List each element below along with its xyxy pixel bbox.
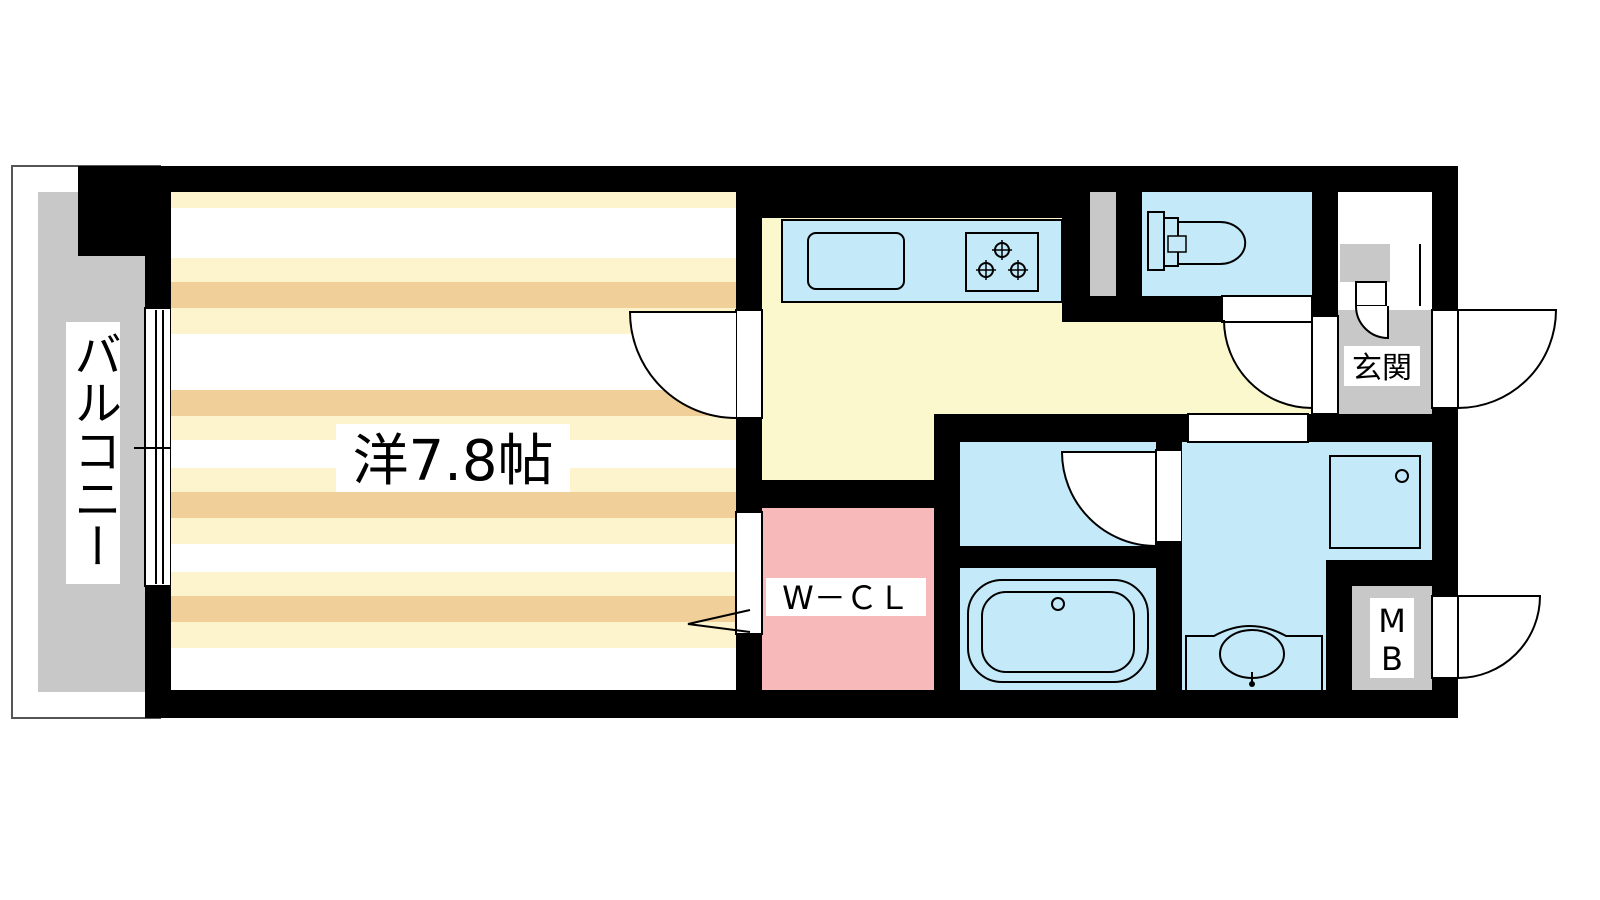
balcony: バルコニー <box>11 165 161 719</box>
toilet-bowl-icon <box>1177 221 1247 265</box>
bath-door-swing <box>1060 451 1157 548</box>
entrance-door-opening <box>1431 309 1459 409</box>
wall-segment <box>736 418 762 512</box>
floor-stripe-wood <box>171 390 736 416</box>
storage-shelf <box>1090 192 1116 296</box>
balcony-label: バルコニー <box>65 330 121 570</box>
shoe-box-frame <box>1355 281 1387 307</box>
floor-stripe-light <box>171 518 736 544</box>
closet-label-bg <box>766 578 926 616</box>
interior-wall-room <box>736 192 762 690</box>
faucet-knob-icon <box>1249 681 1255 687</box>
washing-machine-icon <box>1329 455 1421 549</box>
sink-icon <box>807 232 905 290</box>
entrance: 玄関 <box>1311 244 1558 415</box>
wall-left-lower <box>145 586 171 718</box>
meter-box-label-b: B <box>1381 640 1403 678</box>
meter-box-door-opening <box>1431 595 1459 679</box>
meter-box: M B <box>1352 586 1542 690</box>
room-kitchen-door <box>628 309 763 419</box>
balcony-window <box>134 307 182 587</box>
door-opening <box>735 309 763 419</box>
wall-top <box>78 166 1458 192</box>
western-room: 洋7.8帖 <box>171 192 736 690</box>
entrance-label-bg <box>1344 346 1420 386</box>
wall-segment <box>762 480 960 508</box>
toilet-tank-icon <box>1147 211 1165 271</box>
entrance-inner-swing <box>1355 305 1389 340</box>
closet-door-opening <box>735 511 763 635</box>
floor-stripe-light <box>171 192 736 208</box>
kitchen-counter <box>781 219 1063 303</box>
washroom-door-opening <box>1187 413 1309 443</box>
wall-bottom <box>145 690 1458 718</box>
wall-segment <box>1116 192 1142 322</box>
wall-segment <box>736 192 762 310</box>
floor-stripe-light <box>171 622 736 648</box>
corridor-threshold <box>1311 315 1339 415</box>
bathtub-inner-icon <box>981 591 1135 673</box>
door-swing <box>628 311 737 419</box>
exterior-walls <box>78 166 1458 718</box>
toilet-seat-icon <box>1167 235 1187 253</box>
wall-segment <box>960 546 1156 568</box>
floor-stripe-wood <box>171 596 736 622</box>
western-room-label: 洋7.8帖 <box>352 429 553 494</box>
wall-left-upper <box>145 166 171 308</box>
room-label-bg <box>336 424 570 492</box>
entrance-door-swing <box>1457 309 1558 410</box>
closet-label: W－ＣＬ <box>782 579 910 617</box>
wall-segment <box>934 414 960 690</box>
closet-door-leaf <box>687 609 751 633</box>
walk-in-closet: W－ＣＬ <box>687 508 934 690</box>
shoe-box <box>1340 244 1390 282</box>
floor-stripe-light <box>171 258 736 282</box>
meter-box-door-swing <box>1457 595 1542 680</box>
wall-segment <box>762 192 1090 218</box>
meter-box-label-m: M <box>1378 602 1406 640</box>
wall-segment <box>1326 560 1352 690</box>
entrance-label: 玄関 <box>1352 351 1412 386</box>
wall-segment <box>1312 296 1338 316</box>
wall-segment <box>736 634 762 690</box>
toilet-door-opening <box>1221 295 1313 323</box>
meter-box-label-bg <box>1370 598 1414 678</box>
bath-door-opening <box>1155 449 1183 543</box>
wall-segment <box>1308 414 1432 442</box>
floor-stripe-wood <box>171 492 736 518</box>
toilet-door-swing <box>1223 319 1313 410</box>
floor-stripe-light <box>171 572 736 596</box>
floor-stripe-wood <box>171 282 736 308</box>
balcony-label-bg <box>66 322 120 584</box>
wall-segment <box>934 414 1188 442</box>
bathroom <box>960 442 1183 690</box>
washbasin-icon <box>1219 629 1285 679</box>
bathtub-drain-icon <box>1051 597 1065 611</box>
washing-machine-dot <box>1395 469 1409 483</box>
